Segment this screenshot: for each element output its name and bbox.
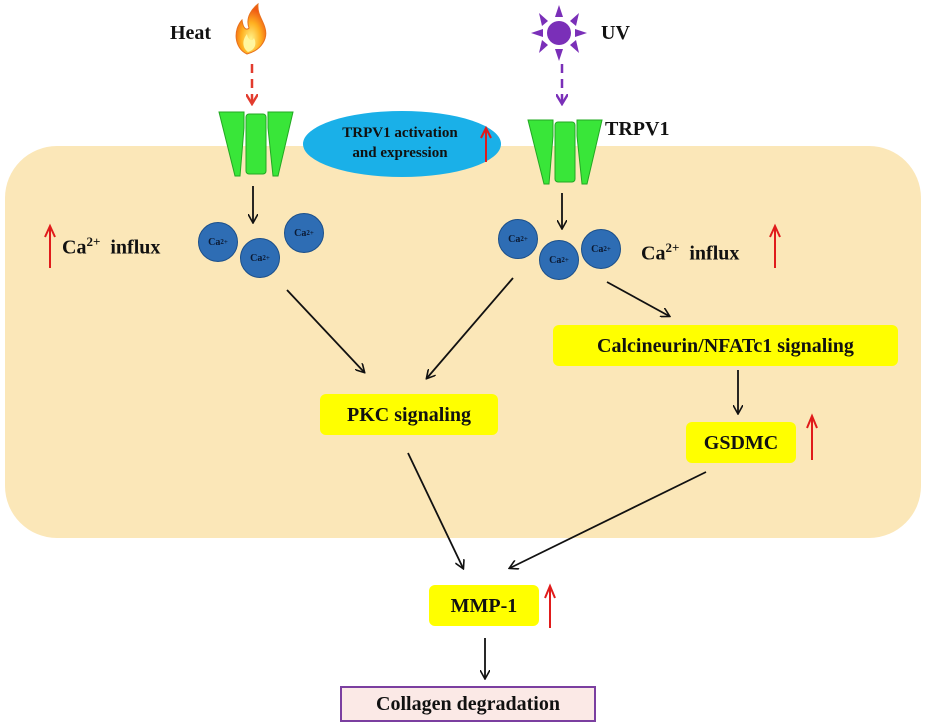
activation-line-1: TRPV1 activation — [342, 125, 458, 141]
calcium-influx-label-left: Ca2+ influx — [62, 234, 160, 260]
arrow-ions-to-calcineurin — [606, 281, 669, 316]
influx-word: influx — [110, 236, 161, 259]
collagen-degradation-node: Collagen degradation — [340, 686, 596, 722]
influx-base: Ca — [641, 242, 666, 265]
arrow-pkc-to-mmp1 — [407, 452, 463, 568]
gsdmc-node: GSDMC — [686, 422, 796, 463]
trpv1-label: TRPV1 — [605, 118, 670, 140]
heat-label: Heat — [170, 22, 212, 44]
arrow-left-ions-to-pkc — [286, 289, 364, 372]
up-arrow-icon — [806, 413, 818, 460]
sun-icon — [531, 5, 587, 61]
up-arrow-icon — [769, 223, 781, 268]
activation-line-2: and expression — [352, 145, 448, 161]
arrow-gsdmc-to-mmp1 — [510, 471, 707, 568]
calcineurin-node: Calcineurin/NFATc1 signaling — [553, 325, 898, 366]
uv-label: UV — [601, 22, 630, 44]
up-arrow-icon — [544, 583, 556, 628]
pkc-signaling-node: PKC signaling — [320, 394, 498, 435]
mmp1-node: MMP-1 — [429, 585, 539, 626]
influx-base: Ca — [62, 236, 87, 259]
influx-word: influx — [689, 242, 740, 265]
activation-ellipse — [303, 111, 501, 177]
up-arrow-icon — [44, 223, 56, 268]
flame-icon — [235, 2, 267, 55]
up-arrow-icon — [480, 125, 492, 162]
influx-charge: 2+ — [86, 234, 101, 249]
trpv1-channel-left — [218, 111, 294, 177]
arrow-right-ions-to-pkc — [427, 277, 514, 378]
trpv1-channel-right — [527, 119, 603, 185]
calcium-influx-label-right: Ca2+ influx — [641, 240, 739, 266]
influx-charge: 2+ — [665, 240, 680, 255]
activation-text: TRPV1 activation and expression — [318, 123, 482, 163]
